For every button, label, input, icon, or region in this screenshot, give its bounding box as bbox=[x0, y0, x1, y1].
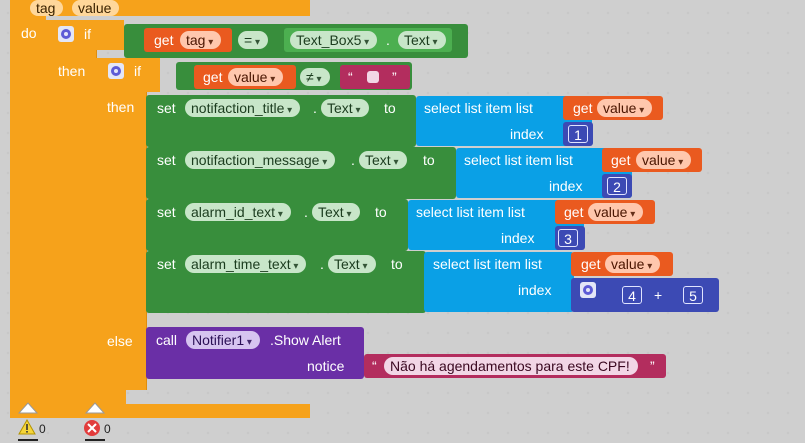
index-value[interactable]: 2 bbox=[607, 177, 627, 195]
select-list-item-label: select list item list bbox=[433, 256, 542, 272]
component-notifaction-message[interactable]: notifaction_message bbox=[185, 151, 336, 169]
warning-icon[interactable] bbox=[18, 419, 36, 435]
set-label: set bbox=[157, 256, 176, 272]
else-label: else bbox=[107, 333, 133, 349]
var-value[interactable]: value bbox=[636, 151, 692, 169]
component-alarm-time-text[interactable]: alarm_time_text bbox=[185, 255, 307, 273]
component-textbox5[interactable]: Text_Box5 bbox=[290, 31, 378, 49]
if-outer-bottom bbox=[46, 392, 126, 405]
to-label: to bbox=[423, 152, 435, 168]
notice-message[interactable]: Não há agendamentos para este CPF! bbox=[384, 357, 638, 375]
if-outer-body bbox=[46, 50, 97, 405]
select-list-item-4[interactable] bbox=[424, 252, 574, 312]
dot: . bbox=[313, 100, 317, 116]
gear-icon[interactable] bbox=[580, 282, 596, 298]
index-value[interactable]: 3 bbox=[558, 229, 578, 247]
quote-close: ” bbox=[650, 358, 655, 374]
var-tag[interactable]: tag bbox=[180, 31, 222, 49]
index-label: index bbox=[510, 126, 544, 142]
if-outer-label: if bbox=[84, 26, 91, 42]
component-notifier1[interactable]: Notifier1 bbox=[186, 331, 260, 349]
add-operand-b[interactable]: 5 bbox=[683, 286, 703, 304]
prop-text[interactable]: Text bbox=[398, 31, 446, 49]
status-divider bbox=[85, 439, 105, 441]
then-outer-label: then bbox=[58, 63, 86, 79]
status-divider bbox=[18, 439, 38, 441]
gear-icon[interactable] bbox=[58, 26, 74, 42]
dot: . bbox=[351, 152, 355, 168]
prop-text[interactable]: Text bbox=[328, 255, 376, 273]
call-label: call bbox=[156, 332, 178, 348]
op-equals[interactable]: = bbox=[238, 31, 268, 49]
do-label: do bbox=[21, 25, 37, 41]
get-label: get bbox=[581, 256, 601, 272]
get-label: get bbox=[611, 152, 631, 168]
collapse-arrow-right[interactable] bbox=[85, 402, 105, 414]
error-icon[interactable] bbox=[83, 419, 101, 437]
collapse-arrow-left[interactable] bbox=[18, 402, 38, 414]
quote-open: “ bbox=[348, 69, 353, 85]
empty-string-field[interactable] bbox=[367, 71, 379, 83]
get-label: get bbox=[203, 69, 223, 85]
get-label: get bbox=[573, 100, 593, 116]
component-alarm-id-text[interactable]: alarm_id_text bbox=[185, 203, 291, 221]
event-bottom bbox=[10, 404, 310, 418]
op-not-equal[interactable]: ≠ bbox=[300, 68, 330, 86]
notice-label: notice bbox=[307, 358, 345, 374]
plus-label: + bbox=[654, 287, 663, 303]
to-label: to bbox=[391, 256, 403, 272]
to-label: to bbox=[384, 100, 396, 116]
prop-text[interactable]: Text bbox=[359, 151, 407, 169]
param-value[interactable]: value bbox=[72, 0, 120, 16]
gear-icon[interactable] bbox=[108, 63, 124, 79]
if-inner-label: if bbox=[134, 63, 141, 79]
component-notifaction-title[interactable]: notifaction_title bbox=[185, 99, 301, 117]
quote-close: ” bbox=[392, 69, 397, 85]
index-label: index bbox=[501, 230, 535, 246]
to-label: to bbox=[375, 204, 387, 220]
select-list-item-label: select list item list bbox=[416, 204, 525, 220]
method-label: .Show Alert bbox=[270, 332, 341, 348]
index-label: index bbox=[549, 178, 583, 194]
set-label: set bbox=[157, 204, 176, 220]
event-body-left bbox=[10, 16, 46, 416]
index-label: index bbox=[518, 282, 552, 298]
warning-count: 0 bbox=[39, 422, 46, 436]
error-count: 0 bbox=[104, 422, 111, 436]
set-label: set bbox=[157, 152, 176, 168]
index-value[interactable]: 1 bbox=[568, 125, 588, 143]
var-value[interactable]: value bbox=[588, 203, 644, 221]
prop-text[interactable]: Text bbox=[312, 203, 360, 221]
select-list-item-label: select list item list bbox=[424, 100, 533, 116]
var-value[interactable]: value bbox=[605, 255, 661, 273]
dot: . bbox=[386, 32, 390, 48]
get-label: get bbox=[154, 32, 174, 48]
select-list-item-label: select list item list bbox=[464, 152, 573, 168]
dot: . bbox=[304, 204, 308, 220]
param-tag[interactable]: tag bbox=[30, 0, 64, 16]
get-label: get bbox=[564, 204, 584, 220]
var-value[interactable]: value bbox=[228, 68, 284, 86]
select-list-item-1[interactable] bbox=[416, 96, 592, 146]
if-inner-bottom bbox=[96, 378, 126, 392]
add-operand-a[interactable]: 4 bbox=[622, 286, 642, 304]
set-label: set bbox=[157, 100, 176, 116]
quote-open: “ bbox=[372, 358, 377, 374]
var-value[interactable]: value bbox=[597, 99, 653, 117]
then-inner-label: then bbox=[107, 99, 135, 115]
if-inner-header[interactable] bbox=[96, 58, 160, 92]
prop-text[interactable]: Text bbox=[321, 99, 369, 117]
select-list-item-3[interactable] bbox=[408, 200, 584, 250]
dot: . bbox=[320, 256, 324, 272]
